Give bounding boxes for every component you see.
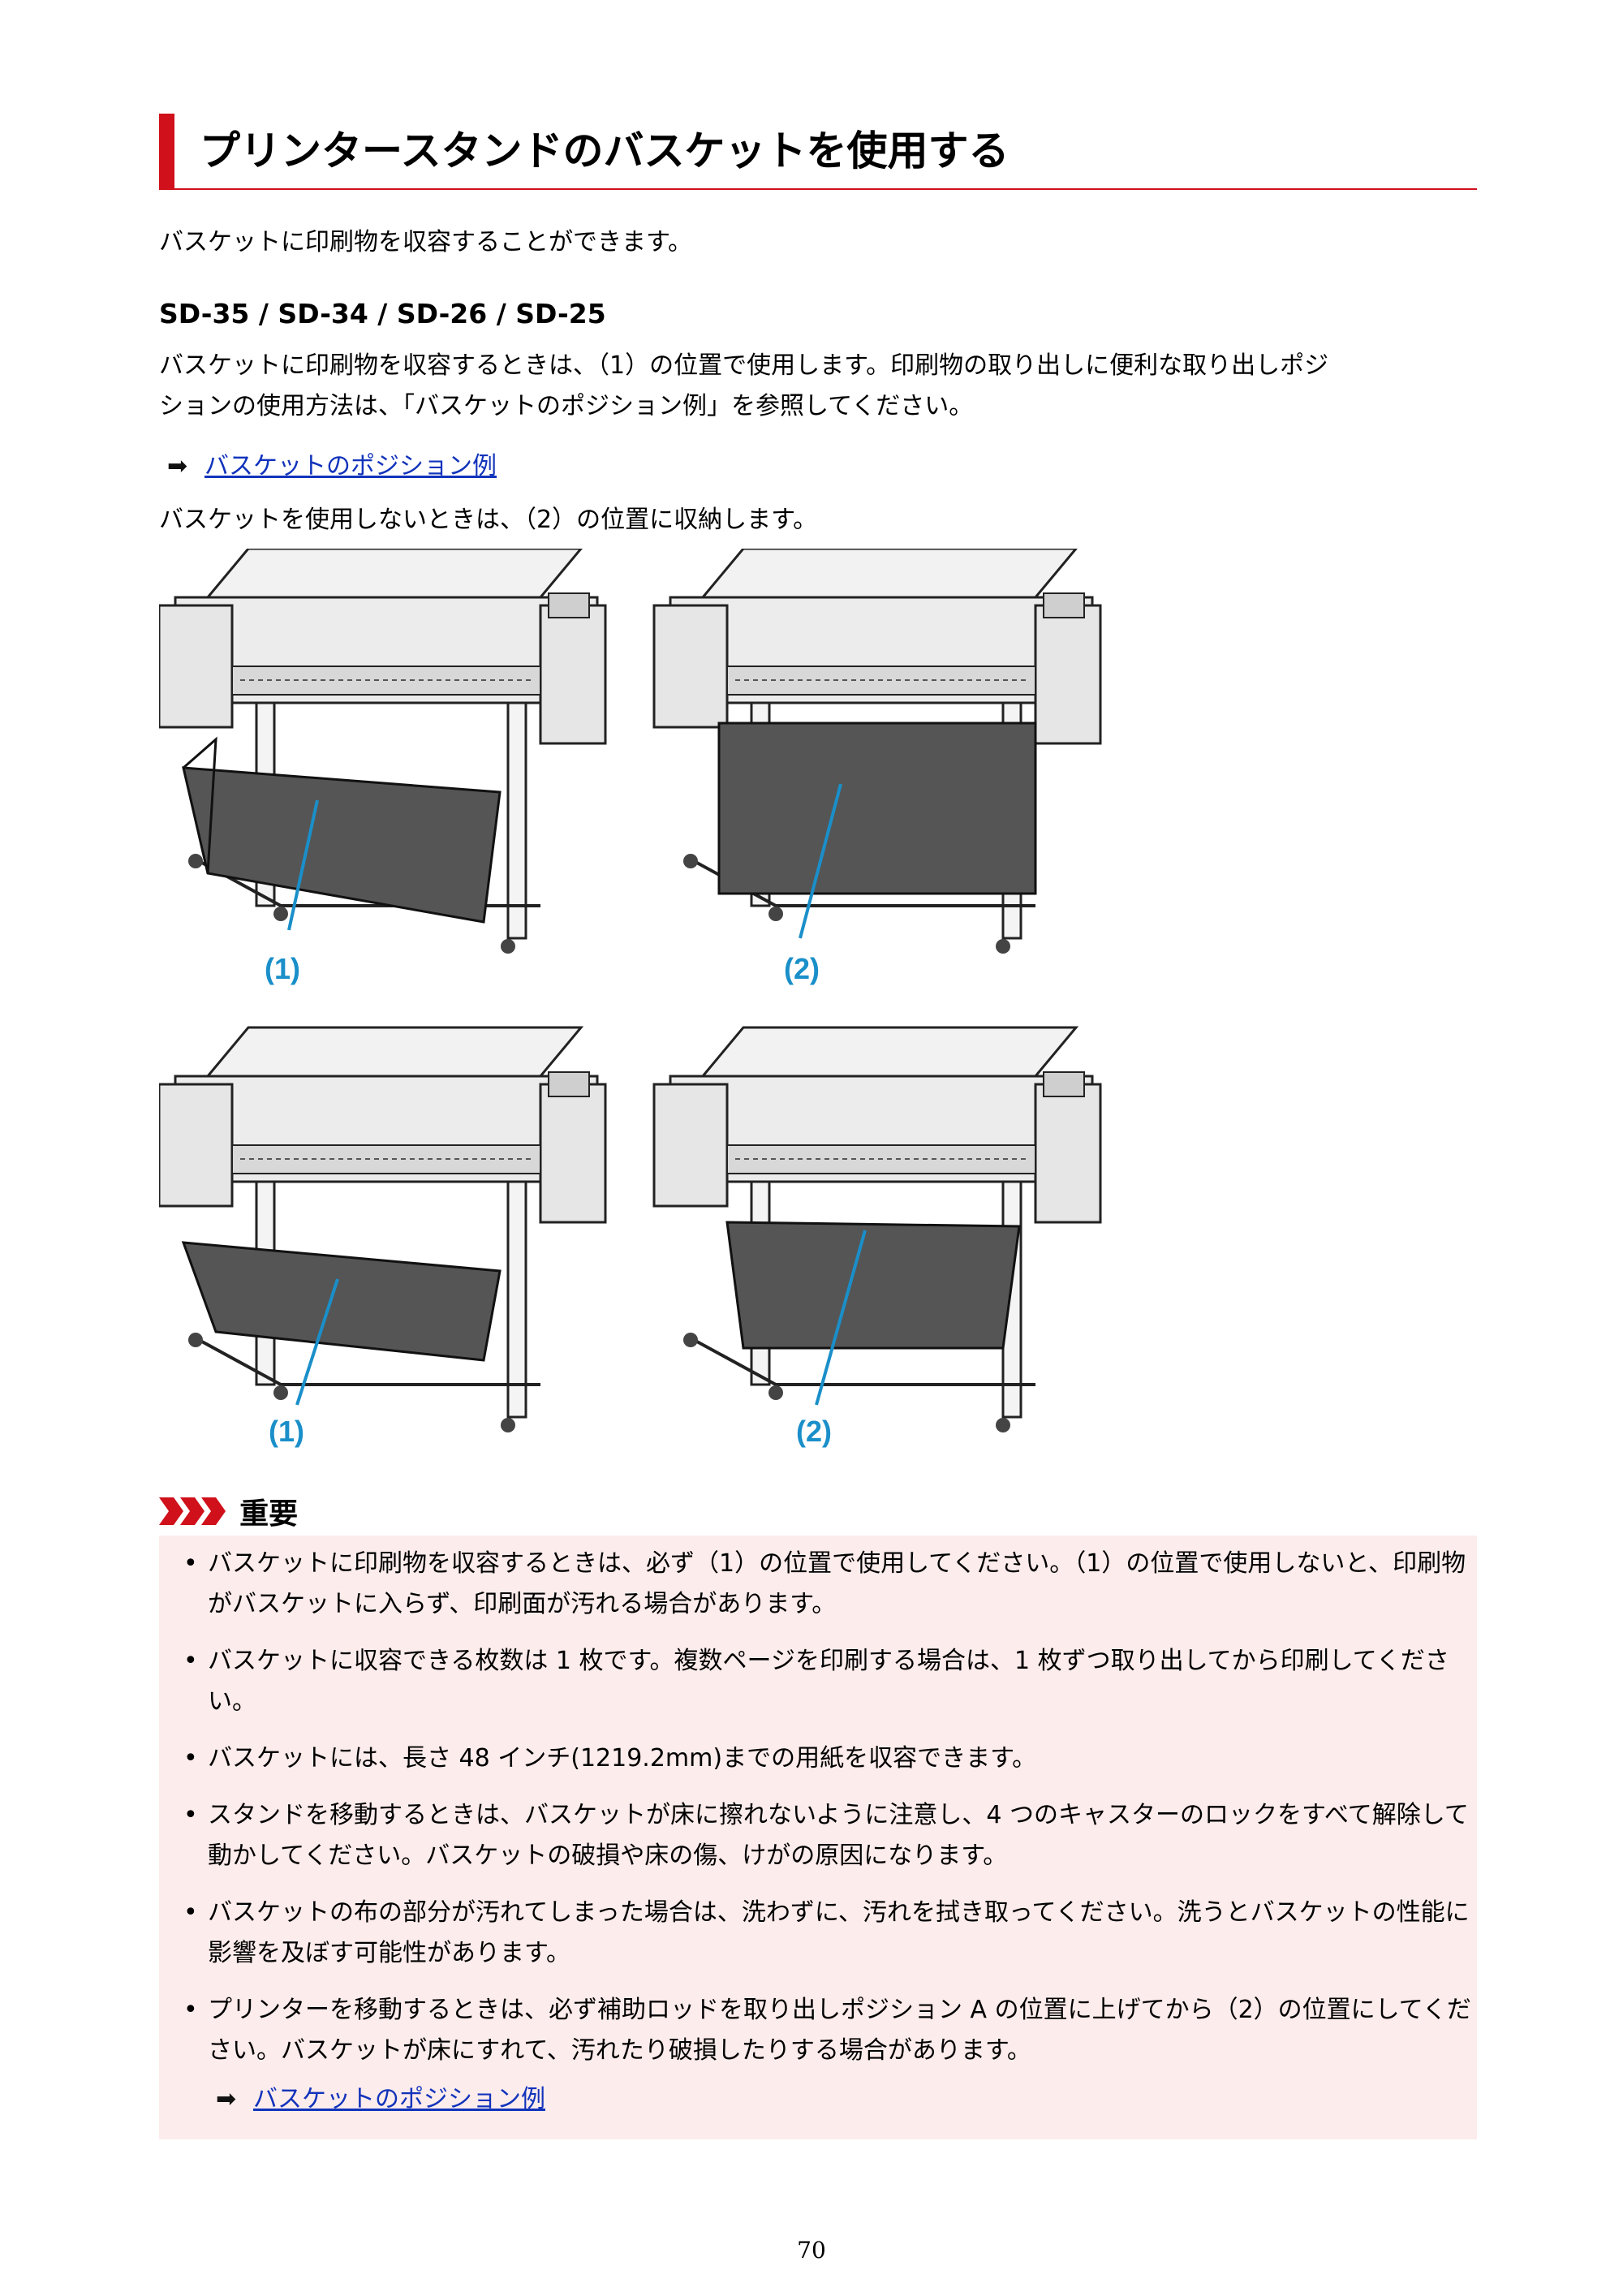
page-title-block: プリンタースタンドのバスケットを使用する [159,114,1477,190]
bullet-icon: • [183,1801,198,1829]
printer-figures: (1) (2) (1) (2) [159,549,1102,1448]
figure-label-bottom-right: (2) [796,1415,832,1448]
title-underline [159,188,1477,190]
printer-figure-bottom-left [159,1026,607,1434]
model-heading: SD-35 / SD-34 / SD-26 / SD-25 [159,298,606,330]
storage-text: バスケットを使用しないときは、（2）の位置に収納します。 [159,506,818,534]
printer-figure-bottom-right [652,1026,1102,1434]
printer-figure-top-right [652,549,1102,955]
bullet-icon: • [183,1996,198,2024]
bullet-icon: • [183,1744,198,1773]
important-position-example-link[interactable]: バスケットのポジション例 [253,2085,545,2113]
important-heading: 重要 [239,1497,299,1531]
bullet-icon: • [183,1549,198,1578]
bullet-icon: • [183,1898,198,1927]
usage-text-line-2: ションの使用方法は、「バスケットのポジション例」を参照してください。 [159,392,974,420]
figure-label-top-left: (1) [265,952,300,985]
important-box: • バスケットに印刷物を収容するときは、必ず（1）の位置で使用してください。（1… [159,1536,1477,2139]
page-number: 70 [797,2237,826,2264]
right-arrow-icon: ➡ [216,2085,237,2113]
right-arrow-icon: ➡ [167,452,188,480]
intro-text: バスケットに印刷物を収容することができます。 [159,228,692,256]
figure-label-bottom-left: (1) [269,1415,304,1448]
position-example-link-row: ➡ バスケットのポジション例 [167,446,497,487]
warning-chevrons-icon [159,1497,226,1525]
usage-text-line-1: バスケットに印刷物を収容するときは、（1）の位置で使用します。印刷物の取り出しに… [159,351,1329,380]
important-link-row: ➡ バスケットのポジション例 [216,2079,545,2120]
title-accent-bar [159,114,174,190]
page-title: プリンタースタンドのバスケットを使用する [200,127,1010,174]
figure-label-top-right: (2) [784,952,820,985]
position-example-link[interactable]: バスケットのポジション例 [204,452,497,480]
bullet-icon: • [183,1647,198,1675]
printer-figure-top-left [159,549,607,955]
